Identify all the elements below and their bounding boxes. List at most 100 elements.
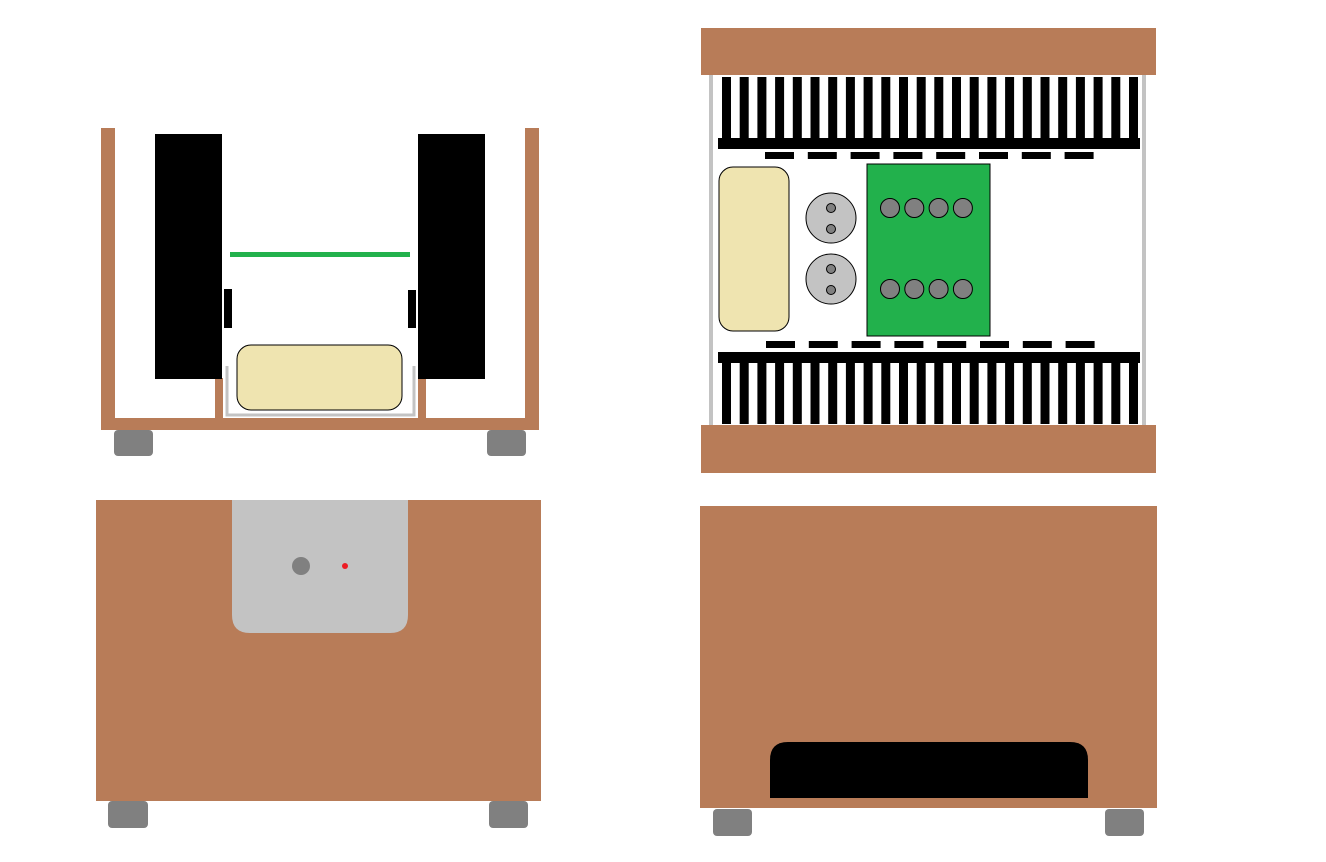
transistor-tab <box>937 341 967 348</box>
cabinet-right-wall <box>525 128 539 430</box>
capacitor <box>805 253 857 305</box>
heatsink-fin <box>722 362 731 424</box>
knob-icon[interactable] <box>292 557 310 575</box>
transistor-tab <box>1065 341 1095 348</box>
transistor-tab <box>894 341 924 348</box>
transistor-tab <box>766 341 795 348</box>
capacitor <box>805 192 857 244</box>
top-wood-rear <box>701 425 1156 473</box>
heatsink-fin <box>1093 77 1103 139</box>
heatsink-fin <box>1005 362 1015 424</box>
heatsink-top-base <box>718 138 1140 149</box>
transistor-tab <box>1022 341 1052 348</box>
heatsink-fin <box>987 362 997 424</box>
heatsink-fin <box>1058 362 1068 424</box>
foot-front-right <box>489 801 528 828</box>
pcb-terminal <box>880 198 900 218</box>
heatsink-fin <box>1005 77 1015 139</box>
cabinet-floor <box>101 418 539 430</box>
heatsink-fin <box>775 362 785 424</box>
heatsink-fin <box>739 77 749 139</box>
transistor-tab <box>851 341 881 348</box>
transistor-tab <box>1021 152 1051 159</box>
front-panel <box>232 500 408 633</box>
front-exterior-view <box>96 500 541 828</box>
rear-vent-opening <box>770 742 1088 798</box>
heatsink-fin <box>810 77 820 139</box>
pcb-terminal <box>904 198 925 218</box>
heatsink-fin <box>1111 77 1121 139</box>
heatsink-fin <box>757 77 767 139</box>
front-section-view <box>101 128 539 456</box>
heatsink-fin <box>916 362 926 424</box>
inner-post-left <box>215 378 223 422</box>
pcb-terminal <box>928 279 949 299</box>
foot-left <box>114 430 153 456</box>
heatsink-fin <box>739 362 749 424</box>
heatsink-fin <box>1040 77 1050 139</box>
top-view <box>701 28 1156 473</box>
transistor-tab <box>1064 152 1094 159</box>
side-rail-left <box>709 75 713 425</box>
pcb-terminal <box>928 198 949 218</box>
transistor-tabs-bottom <box>766 341 1095 348</box>
foot-rear-right <box>1105 809 1144 836</box>
inner-post-right <box>418 378 426 422</box>
heatsink-bottom-base <box>718 352 1140 363</box>
transistor-tab <box>765 152 794 159</box>
heatsink-fin <box>1111 362 1121 424</box>
transistor-tab <box>807 152 837 159</box>
pcb-terminal <box>904 279 925 299</box>
pcb-terminal <box>952 198 973 218</box>
heatsink-left <box>155 134 222 379</box>
heatsink-fin <box>881 362 891 424</box>
heatsink-fin <box>969 362 979 424</box>
heatsink-fin <box>952 362 961 424</box>
foot-front-left <box>108 801 148 828</box>
heatsink-fin <box>845 362 855 424</box>
heatsink-fin <box>828 362 838 424</box>
transistor-tab <box>808 341 838 348</box>
heatsink-fin <box>1129 362 1138 424</box>
pcb-board <box>866 163 991 337</box>
heatsink-fin <box>899 77 908 139</box>
foot-right <box>487 430 526 456</box>
top-wood-front <box>701 28 1156 75</box>
pcb-terminal <box>952 279 973 299</box>
heatsink-fin <box>969 77 979 139</box>
capacitor-body <box>805 253 857 305</box>
heatsink-fin <box>934 77 944 139</box>
cabinet-left-wall <box>101 128 115 430</box>
heatsink-fin <box>863 77 873 139</box>
side-rail-right <box>1142 75 1146 425</box>
transistor-tab <box>936 152 966 159</box>
transformer-top <box>718 166 790 332</box>
heatsink-fin <box>828 77 838 139</box>
transistor-tab <box>979 152 1008 159</box>
heatsink-fin <box>916 77 926 139</box>
heatsink-fin <box>1058 77 1068 139</box>
heatsink-fin <box>1093 362 1103 424</box>
heatsink-fin <box>1022 362 1032 424</box>
pcb-terminals <box>880 198 973 299</box>
foot-rear-left <box>713 809 752 836</box>
heatsink-fin <box>845 77 855 139</box>
heatsink-fin <box>792 362 802 424</box>
heatsink-fin <box>881 77 891 139</box>
heatsink-fin <box>775 77 785 139</box>
capacitor-body <box>805 192 857 244</box>
pcb-edge <box>230 252 410 257</box>
heatsink-right <box>418 134 485 379</box>
heatsink-fin <box>1022 77 1032 139</box>
rear-exterior-view <box>700 506 1157 836</box>
transistor-right <box>408 290 416 328</box>
heatsink-fin <box>934 362 944 424</box>
heatsink-fin <box>1075 362 1085 424</box>
capacitor-terminal <box>826 264 836 274</box>
heatsink-top-fins <box>722 77 1138 139</box>
transistor-tab <box>980 341 1009 348</box>
heatsink-fin <box>810 362 820 424</box>
led-indicator-icon <box>342 563 348 569</box>
heatsink-fin <box>1075 77 1085 139</box>
